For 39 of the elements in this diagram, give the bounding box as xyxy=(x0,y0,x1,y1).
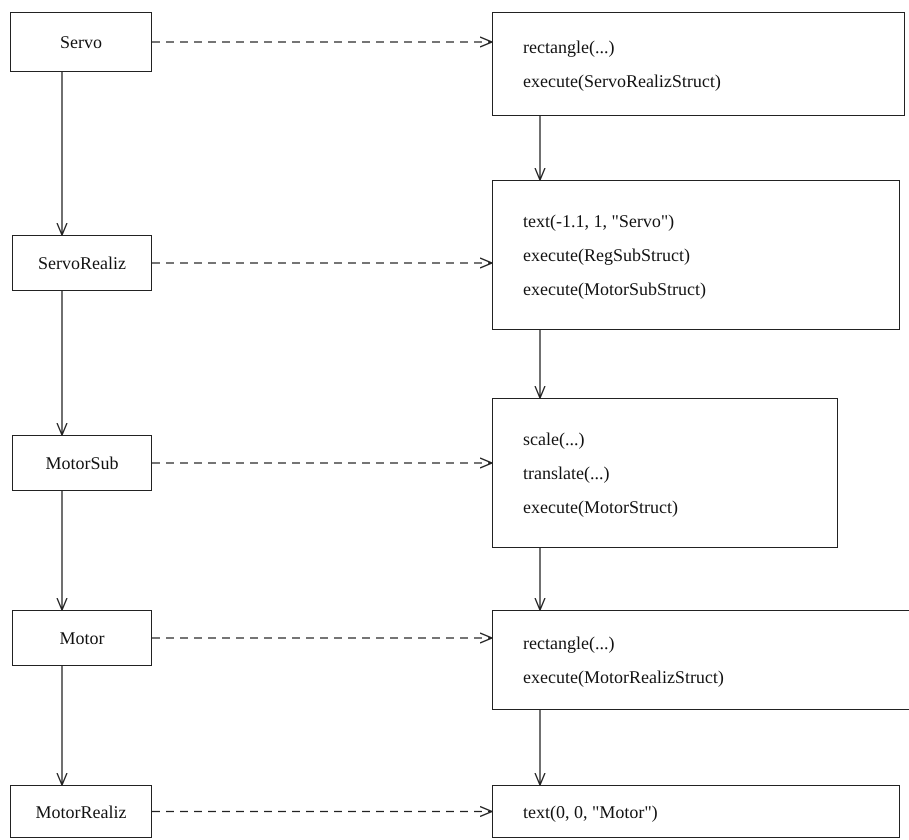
dashed-arrow xyxy=(152,806,493,818)
dashed-arrow xyxy=(152,457,493,469)
arrow xyxy=(56,72,68,236)
code-box xyxy=(492,610,909,710)
object-box xyxy=(10,12,152,72)
code-line: execute(ServoRealizStruct) xyxy=(523,70,721,92)
object-name: ServoRealiz xyxy=(38,252,126,274)
dashed-arrow xyxy=(152,36,493,48)
code-line: text(-1.1, 1, "Servo") xyxy=(523,210,674,232)
code-line: text(0, 0, "Motor") xyxy=(523,800,658,822)
object-name: Motor xyxy=(60,627,104,649)
arrow xyxy=(534,116,546,181)
object-name: MotorSub xyxy=(45,452,118,474)
object-name: Servo xyxy=(60,31,102,53)
code-box xyxy=(492,12,905,116)
code-line: rectangle(...) xyxy=(523,632,614,654)
object-box xyxy=(12,610,152,666)
code-box xyxy=(492,785,900,838)
code-line: translate(...) xyxy=(523,462,610,484)
code-line: execute(MotorStruct) xyxy=(523,496,678,518)
dashed-arrow xyxy=(152,632,493,644)
code-box xyxy=(492,180,900,330)
dashed-arrow xyxy=(152,257,493,269)
code-line: scale(...) xyxy=(523,428,584,450)
object-box xyxy=(12,435,152,491)
arrow xyxy=(534,710,546,786)
arrow xyxy=(56,666,68,786)
arrow xyxy=(56,491,68,611)
arrow xyxy=(56,291,68,436)
object-box xyxy=(10,785,152,838)
object-name: MotorRealiz xyxy=(36,800,126,822)
code-line: rectangle(...) xyxy=(523,36,614,58)
object-box xyxy=(12,235,152,291)
code-line: execute(RegSubStruct) xyxy=(523,244,690,266)
arrow xyxy=(534,330,546,399)
code-box xyxy=(492,398,838,548)
code-line: execute(MotorRealizStruct) xyxy=(523,666,724,688)
code-line: execute(MotorSubStruct) xyxy=(523,278,706,300)
arrow xyxy=(534,548,546,611)
